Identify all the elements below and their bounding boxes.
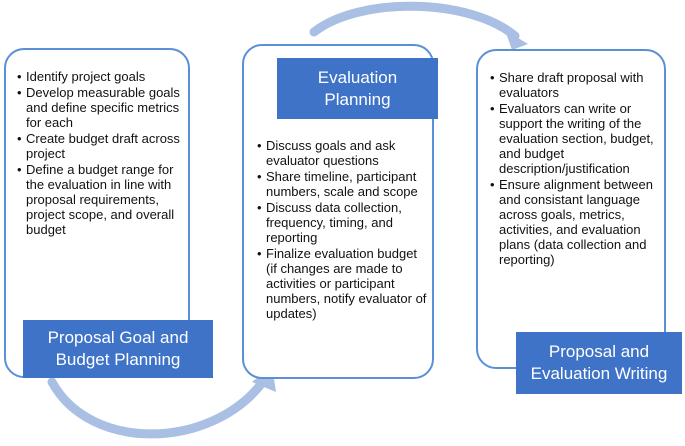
bullet-item: Identify project goals xyxy=(17,69,187,84)
bullet-item: Finalize evaluation budget (if changes a… xyxy=(257,246,429,321)
panel-2-bullets: Discuss goals and ask evaluator question… xyxy=(257,138,429,322)
bullet-item: Evaluators can write or support the writ… xyxy=(490,101,662,176)
arrow-top-head xyxy=(505,30,528,50)
bullet-item: Share draft proposal with evaluators xyxy=(490,70,662,100)
panel-1-title-text: Proposal Goal and Budget Planning xyxy=(47,328,189,369)
panel-1-title: Proposal Goal and Budget Planning xyxy=(23,320,213,378)
bullet-item: Discuss goals and ask evaluator question… xyxy=(257,138,429,168)
panel-1-bullets: Identify project goals Develop measurabl… xyxy=(17,69,187,238)
panel-2-title: Evaluation Planning xyxy=(277,58,438,119)
bullet-item: Create budget draft across project xyxy=(17,131,187,161)
panel-3-title-text: Proposal and Evaluation Writing xyxy=(530,342,668,383)
bullet-item: Share timeline, participant numbers, sca… xyxy=(257,169,429,199)
arrow-top-curve xyxy=(309,1,520,41)
arrow-bottom-curve xyxy=(47,377,267,439)
bullet-item: Define a budget range for the evaluation… xyxy=(17,162,187,237)
panel-2-title-text: Evaluation Planning xyxy=(317,67,398,109)
bullet-item: Discuss data collection, frequency, timi… xyxy=(257,200,429,245)
panel-3-title: Proposal and Evaluation Writing xyxy=(516,332,682,394)
bullet-item: Develop measurable goals and define spec… xyxy=(17,85,187,130)
bullet-item: Ensure alignment between and consistant … xyxy=(490,177,662,267)
panel-3-bullets: Share draft proposal with evaluators Eva… xyxy=(490,70,662,268)
